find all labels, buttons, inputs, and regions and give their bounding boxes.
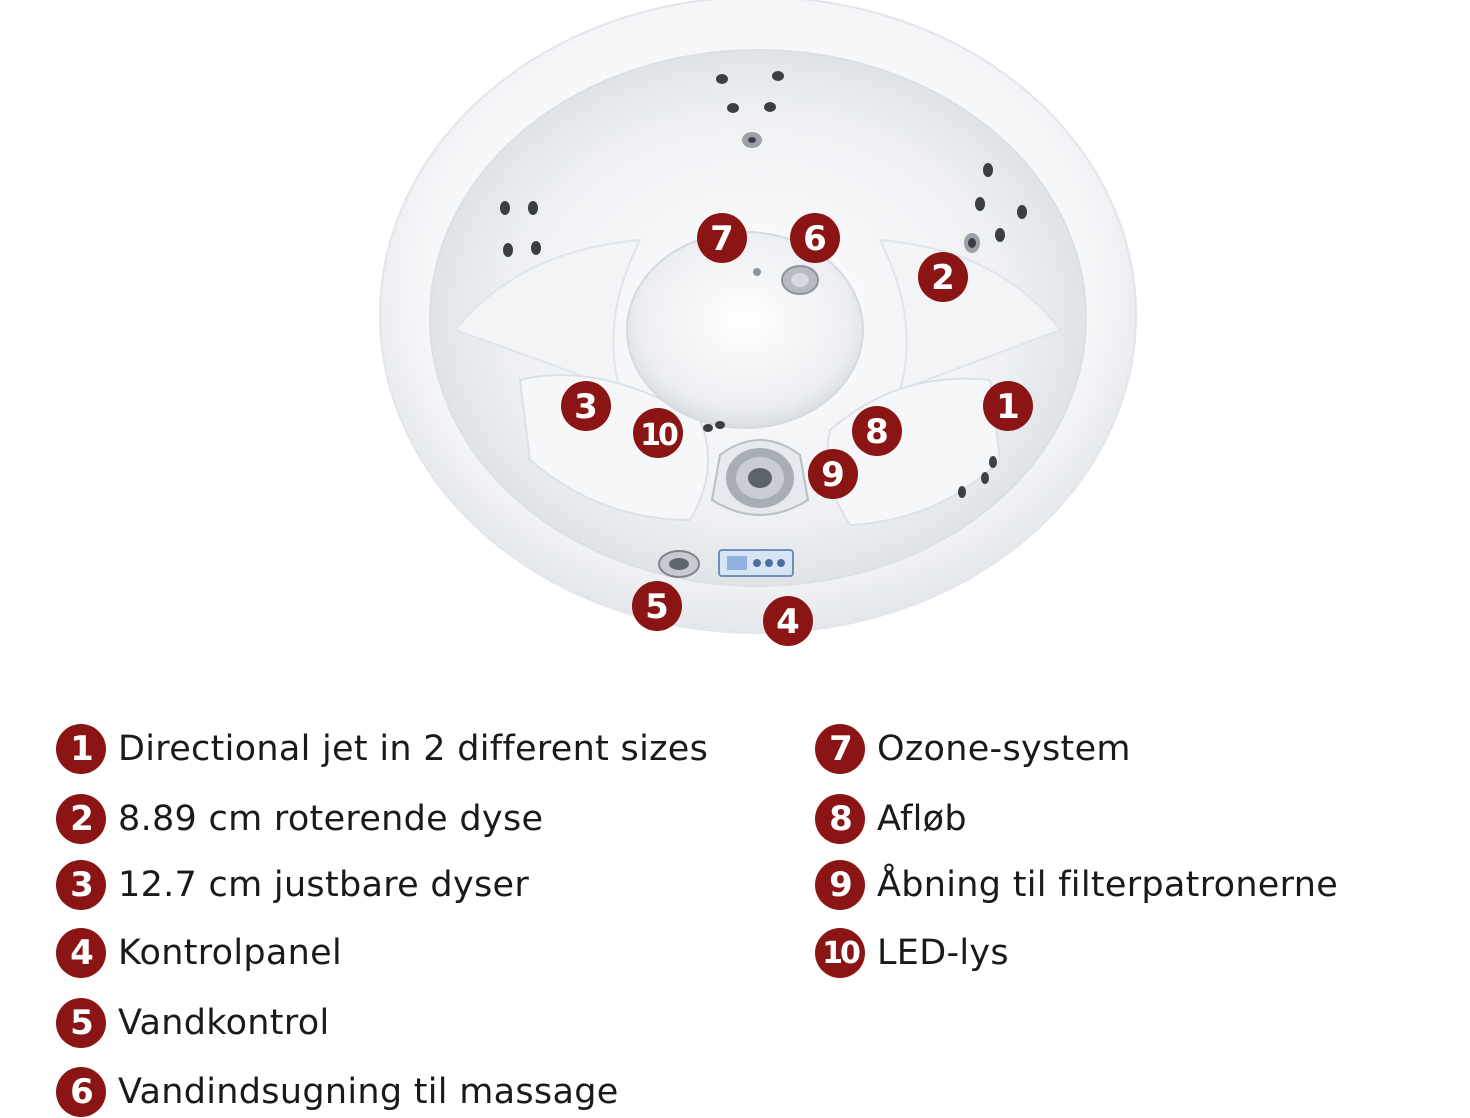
jet-cluster-left xyxy=(500,201,541,257)
marker-circle xyxy=(983,381,1033,431)
legend-badge: 6 xyxy=(56,1067,106,1117)
water-control-knob xyxy=(658,550,700,578)
marker-circle xyxy=(561,381,611,431)
suction-intake xyxy=(781,265,819,295)
jet-cluster-lounger xyxy=(703,421,725,432)
marker-layer: 1 2 3 4 5 6 7 89 10 xyxy=(561,213,1033,646)
legend-badge: 2 xyxy=(56,794,106,844)
legend-label: Vandkontrol xyxy=(118,1003,330,1043)
marker-3: 3 xyxy=(561,381,611,431)
legend-label: Vandindsugning til massage xyxy=(118,1072,619,1112)
jet-cluster-top xyxy=(716,71,784,148)
legend-badge: 3 xyxy=(56,860,106,910)
marker-number: 1 xyxy=(996,387,1020,427)
legend-label: LED-lys xyxy=(877,933,1009,973)
legend-item-9: 9 Åbning til filterpatronerne xyxy=(815,859,1338,911)
marker-number: 10 xyxy=(640,418,678,453)
ozone-outlet xyxy=(753,268,761,276)
marker-circle xyxy=(632,581,682,631)
marker-number: 7 xyxy=(710,219,734,259)
filter-housing xyxy=(710,439,810,516)
legend-badge: 4 xyxy=(56,928,106,978)
legend-item-10: 10 LED-lys xyxy=(815,927,1009,979)
legend-badge: 8 xyxy=(815,794,865,844)
marker-7: 7 xyxy=(697,213,747,263)
seat-contour-left xyxy=(453,238,642,392)
marker-circle xyxy=(763,596,813,646)
marker-number: 5 xyxy=(645,587,669,627)
marker-number: 6 xyxy=(803,219,827,259)
legend-item-2: 2 8.89 cm roterende dyse xyxy=(56,793,543,845)
marker-circle xyxy=(852,406,902,456)
legend-badge: 9 xyxy=(815,860,865,910)
legend-badge: 1 xyxy=(56,724,106,774)
marker-circle xyxy=(808,449,858,499)
marker-number: 3 xyxy=(574,387,598,427)
marker-number: 8 xyxy=(865,412,889,452)
footwell xyxy=(626,231,864,429)
jet-cluster-lower-right xyxy=(958,456,997,498)
marker-10: 10 xyxy=(633,408,683,458)
marker-circle xyxy=(790,213,840,263)
marker-5: 5 xyxy=(632,581,682,631)
legend-label: Ozone-system xyxy=(877,729,1131,769)
legend-label: Directional jet in 2 different sizes xyxy=(118,729,709,769)
legend-item-8: 8 Afløb xyxy=(815,793,967,845)
legend-item-3: 3 12.7 cm justbare dyser xyxy=(56,859,529,911)
legend-item-4: 4 Kontrolpanel xyxy=(56,927,342,979)
marker-8: 8 xyxy=(852,406,902,456)
marker-4: 4 xyxy=(763,596,813,646)
control-panel xyxy=(718,549,794,577)
marker-circle xyxy=(697,213,747,263)
legend-item-6: 6 Vandindsugning til massage xyxy=(56,1066,619,1118)
marker-2: 2 xyxy=(918,252,968,302)
marker-circle xyxy=(633,408,683,458)
legend-item-7: 7 Ozone-system xyxy=(815,723,1131,775)
hot-tub-diagram: 1 2 3 4 5 6 7 89 10 xyxy=(379,0,1137,646)
legend-label: 8.89 cm roterende dyse xyxy=(118,799,544,839)
jet-cluster-right xyxy=(964,163,1027,253)
marker-circle xyxy=(918,252,968,302)
marker-9: 9 xyxy=(808,449,858,499)
legend-label: Åbning til filterpatronerne xyxy=(877,865,1339,905)
marker-number: 2 xyxy=(931,258,955,298)
legend-badge: 10 xyxy=(815,928,865,978)
legend-label: Kontrolpanel xyxy=(118,933,342,973)
marker-number: 4 xyxy=(776,602,800,642)
legend-item-1: 1 Directional jet in 2 different sizes xyxy=(56,723,708,775)
legend-label: Afløb xyxy=(877,799,967,839)
marker-number: 9 xyxy=(821,455,845,495)
legend-badge: 5 xyxy=(56,998,106,1048)
marker-1: 1 xyxy=(983,381,1033,431)
legend-item-5: 5 Vandkontrol xyxy=(56,997,329,1049)
marker-6: 6 xyxy=(790,213,840,263)
legend-label: 12.7 cm justbare dyser xyxy=(118,865,530,905)
legend-badge: 7 xyxy=(815,724,865,774)
